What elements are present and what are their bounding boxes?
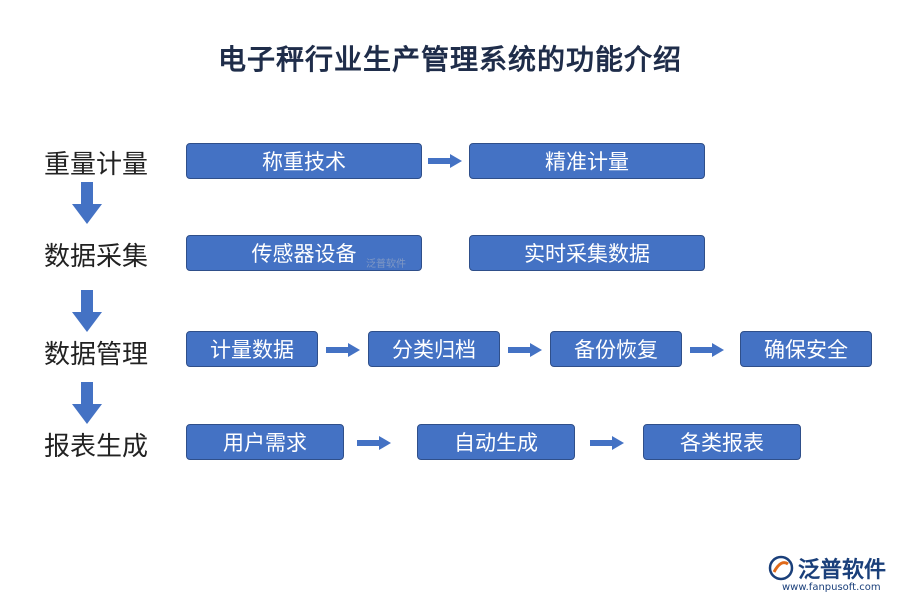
- row-label-report: 报表生成: [44, 432, 149, 462]
- down-arrow-icon: [72, 382, 102, 424]
- step-box: 计量数据: [186, 331, 318, 367]
- step-box: 称重技术: [186, 143, 422, 179]
- brand-logo-icon: [768, 555, 794, 581]
- right-arrow-icon: [508, 343, 542, 357]
- step-box: 备份恢复: [550, 331, 682, 367]
- step-box: 用户需求: [186, 424, 344, 460]
- down-arrow-icon: [72, 290, 102, 332]
- right-arrow-icon: [357, 436, 391, 450]
- page-title: 电子秤行业生产管理系统的功能介绍: [217, 43, 682, 76]
- down-arrow-icon: [72, 182, 102, 224]
- step-box: 自动生成: [417, 424, 575, 460]
- step-box: 各类报表: [643, 424, 801, 460]
- brand-url: www.fanpusoft.com: [782, 582, 881, 593]
- row-label-collection: 数据采集: [44, 242, 149, 272]
- brand-name: 泛普软件: [798, 558, 887, 583]
- step-box: 精准计量: [469, 143, 705, 179]
- right-arrow-icon: [428, 154, 462, 168]
- brand-logo: 泛普软件: [768, 552, 886, 584]
- step-box: 实时采集数据: [469, 235, 705, 271]
- step-box: 确保安全: [740, 331, 872, 367]
- right-arrow-icon: [690, 343, 724, 357]
- step-box: 分类归档: [368, 331, 500, 367]
- step-box: 传感器设备: [186, 235, 422, 271]
- right-arrow-icon: [326, 343, 360, 357]
- right-arrow-icon: [590, 436, 624, 450]
- watermark-text: 泛普软件: [366, 259, 406, 270]
- row-label-weight: 重量计量: [44, 150, 149, 180]
- row-label-management: 数据管理: [44, 340, 149, 370]
